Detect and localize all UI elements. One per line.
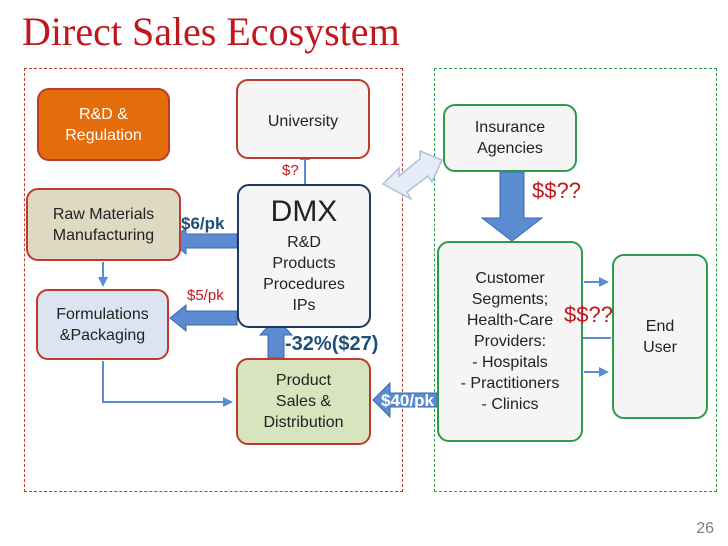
formulation-price-label: $5/pk [187, 287, 224, 304]
raw-materials-line: Manufacturing [52, 226, 155, 244]
insurance-line: Agencies [477, 140, 543, 157]
raw-materials-line: Raw Materials [52, 205, 155, 223]
raw-materials-box: Raw Materials Manufacturing [26, 188, 181, 261]
slide-title: Direct Sales Ecosystem [22, 9, 400, 54]
rd-regulation-line: R&D & [79, 105, 128, 123]
raw-price-label: $6/pk [181, 214, 225, 233]
block-arrow-dmx-to-form [169, 303, 238, 333]
formulations-line: &Packaging [59, 326, 146, 344]
customer-line: - Clinics [481, 396, 539, 413]
block-arrow-insurance-to-customer [480, 171, 544, 242]
sale-price-label: $40/pk [381, 391, 434, 410]
customer-line: Health-Care [466, 312, 554, 329]
product-sales-box: Product Sales & Distribution [236, 358, 371, 445]
customer-line: - Hospitals [472, 354, 548, 371]
end-user-line: User [643, 338, 677, 356]
rd-regulation-line: Regulation [65, 126, 142, 144]
insurance-line: Insurance [474, 119, 546, 136]
double-arrow-insurance-dmx [381, 149, 444, 201]
end-user-box: End User [612, 254, 708, 419]
customer-line: Customer [475, 270, 545, 287]
customer-segments-box: Customer Segments; Health-Care Providers… [437, 241, 583, 442]
end-user-line: End [645, 317, 675, 335]
university-fee-label: $? [282, 162, 299, 179]
insurance-box: Insurance Agencies [443, 104, 577, 172]
customer-line: - Practitioners [460, 375, 560, 392]
customer-line: Providers: [473, 333, 547, 350]
dmx-item: IPs [292, 297, 316, 314]
formulations-line: Formulations [56, 305, 149, 323]
university-label: University [267, 113, 339, 130]
page-number: 26 [696, 520, 714, 537]
insurance-pay-label: $$?? [532, 178, 581, 203]
dmx-title: DMX [270, 195, 338, 228]
customer-line: Segments; [471, 291, 549, 308]
margin-label: -32%($27) [285, 333, 379, 355]
dmx-box: DMX R&D Products Procedures IPs [237, 184, 371, 328]
rd-regulation-box: R&D & Regulation [37, 88, 170, 161]
arrow-form-to-sales [102, 361, 233, 407]
dmx-item: Procedures [263, 276, 345, 293]
dmx-item: Products [272, 255, 336, 272]
product-sales-line: Sales & [275, 393, 332, 410]
market-region [434, 68, 717, 492]
dmx-item: R&D [287, 234, 321, 251]
university-box: University [236, 79, 370, 159]
block-arrow-cust-to-sales [372, 381, 438, 419]
product-sales-line: Distribution [263, 414, 344, 431]
customer-pay-label: $$?? [564, 302, 613, 327]
formulations-box: Formulations &Packaging [36, 289, 169, 360]
company-region [24, 68, 403, 492]
product-sales-line: Product [275, 372, 332, 389]
